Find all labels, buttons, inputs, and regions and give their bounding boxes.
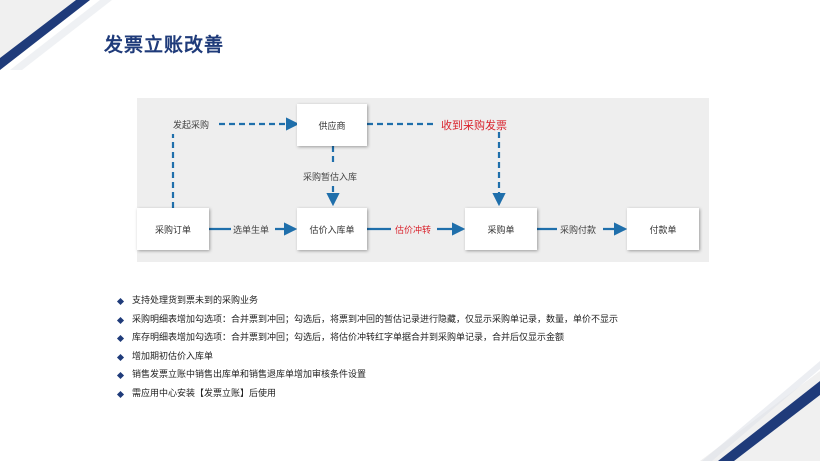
diagram-connectors	[171, 117, 628, 236]
note-item: 支持处理货到票未到的采购业务	[116, 292, 618, 311]
label-purchase-payment: 采购付款	[560, 226, 597, 236]
corner-decoration-bottom-right	[700, 361, 820, 461]
note-text: 需应用中心安装【发票立账】后使用	[132, 388, 277, 399]
label-temp-receipt: 采购暂估入库	[303, 173, 358, 183]
node-payment: 付款单	[627, 208, 699, 250]
note-item: 采购明细表增加勾选项：合并票到冲回；勾选后，将票到冲回的暂估记录进行隐藏，仅显示…	[116, 311, 619, 330]
diamond-bullet-icon	[116, 335, 125, 343]
node-purchase-order: 采购订单	[137, 208, 209, 250]
note-item: 需应用中心安装【发票立账】后使用	[116, 385, 618, 404]
node-purchase-invoice: 采购单	[465, 208, 537, 250]
notes-list: 支持处理货到票未到的采购业务 采购明细表增加勾选项：合并票到冲回；勾选后，将票到…	[116, 292, 619, 404]
node-estimated-receipt: 估价入库单	[297, 208, 367, 250]
diamond-bullet-icon	[116, 372, 125, 380]
note-text: 库存明细表增加勾选项：合并票到冲回；勾选后，将估价冲转红字单据合并到采购单记录，…	[132, 333, 565, 344]
note-text: 销售发票立账中销售出库单和销售退库单增加审核条件设置	[132, 370, 367, 381]
note-item: 库存明细表增加勾选项：合并票到冲回；勾选后，将估价冲转红字单据合并到采购单记录，…	[116, 329, 618, 348]
label-estimate-offset: 估价冲转	[395, 226, 432, 236]
page-title: 发票立账改善	[104, 34, 225, 56]
label-received-invoice: 收到采购发票	[441, 119, 507, 132]
corner-decoration-top-left	[0, 0, 112, 70]
note-item: 销售发票立账中销售出库单和销售退库单增加审核条件设置	[116, 366, 618, 385]
note-item: 增加期初估价入库单	[116, 348, 618, 367]
diamond-bullet-icon	[116, 297, 125, 306]
note-text: 支持处理货到票未到的采购业务	[132, 296, 259, 306]
note-text: 采购明细表增加勾选项：合并票到冲回；勾选后，将票到冲回的暂估记录进行隐藏，仅显示…	[132, 314, 619, 325]
label-select-generate: 选单生单	[233, 226, 270, 236]
diamond-bullet-icon	[116, 316, 125, 324]
diamond-bullet-icon	[116, 390, 125, 399]
note-text: 增加期初估价入库单	[132, 351, 214, 362]
flow-diagram: 供应商 采购订单 估价入库单 采购单 付款单 发起采购 收到采购发票 采购暂估入…	[137, 98, 709, 262]
node-supplier: 供应商	[297, 104, 367, 146]
label-initiate-purchase: 发起采购	[173, 121, 210, 131]
diamond-bullet-icon	[116, 353, 125, 361]
